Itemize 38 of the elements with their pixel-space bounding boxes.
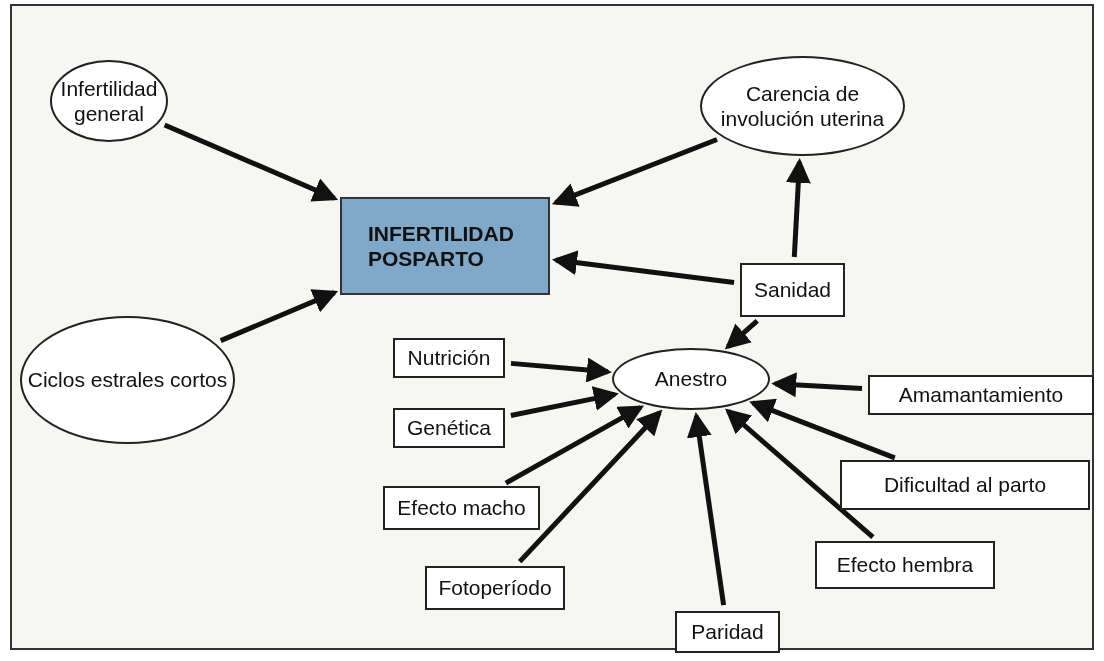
node-label: Ciclos estrales cortos: [27, 367, 228, 393]
factor-box: [815, 541, 995, 589]
factor-box: [868, 375, 1094, 415]
arrow: [724, 319, 759, 350]
node-label: Genética: [406, 415, 492, 441]
factor-box: [425, 566, 565, 610]
node-label: Amamantamiento: [898, 382, 1064, 408]
node-label: Carencia de involución uterina: [719, 80, 886, 132]
arrow: [510, 386, 619, 418]
factor-box: [393, 408, 505, 448]
arrow: [517, 409, 663, 564]
node-label: INFERTILIDAD POSPARTO: [368, 220, 515, 272]
node-label: Infertilidad general: [59, 75, 159, 127]
node-label: Efecto macho: [397, 495, 526, 521]
arrow: [771, 372, 863, 398]
node-label: Efecto hembra: [836, 552, 974, 578]
factor-box: [840, 460, 1090, 510]
arrow: [749, 398, 896, 461]
arrow: [785, 158, 811, 258]
arrow: [725, 408, 875, 539]
arrow: [551, 137, 718, 207]
arrow: [219, 289, 339, 343]
factor-box: [383, 486, 540, 530]
factor-box: [740, 263, 845, 317]
node-label: Dificultad al parto: [883, 472, 1047, 498]
arrow: [163, 122, 339, 202]
node-label: Fotoperíodo: [438, 575, 552, 601]
central-box: [340, 197, 550, 295]
node-label: Sanidad: [753, 277, 832, 303]
arrow: [504, 405, 645, 486]
arrow: [686, 411, 727, 606]
factor-box: [675, 611, 780, 653]
arrow: [552, 250, 735, 286]
node-label: Anestro: [654, 366, 728, 392]
factor-box: [393, 338, 505, 378]
node-label: Nutrición: [407, 345, 491, 371]
arrow: [510, 357, 612, 383]
node-label: Paridad: [691, 619, 764, 645]
